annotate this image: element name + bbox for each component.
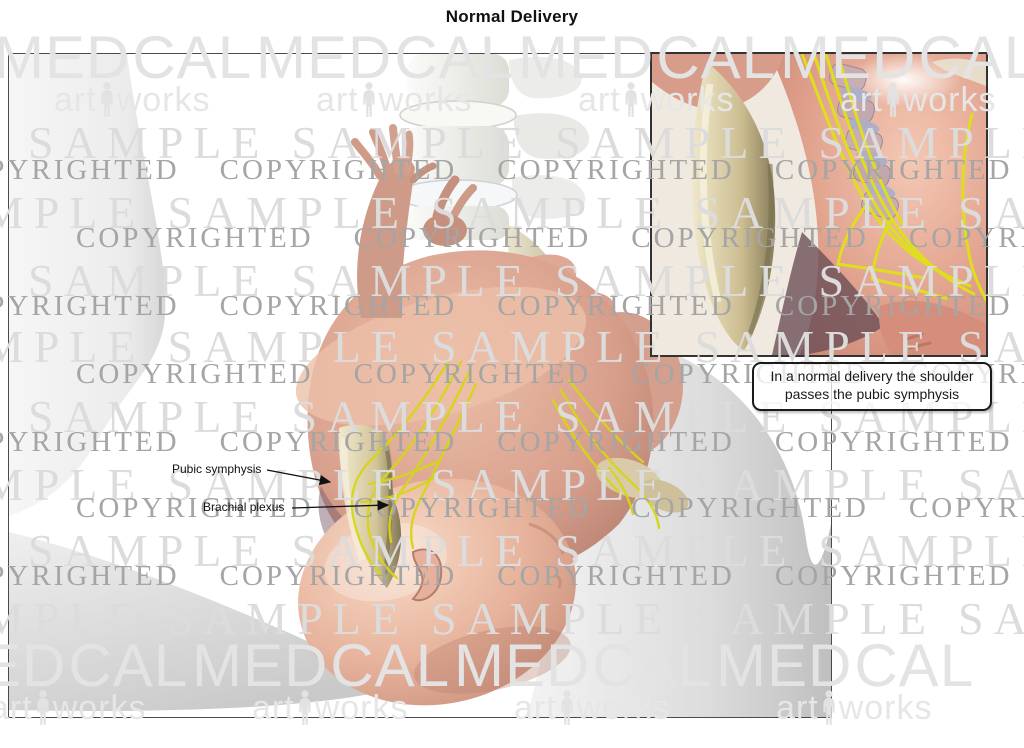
watermark-sample: SAMPLE bbox=[818, 525, 1024, 576]
watermark-sample: SAMPLE bbox=[957, 459, 1024, 510]
fetal-ear-shape bbox=[411, 548, 443, 602]
inset-detail-frame bbox=[650, 52, 988, 357]
inset-brachial-plexus-nerves bbox=[800, 54, 986, 302]
inset-canal-shadow bbox=[772, 232, 884, 355]
watermark-sample: SAMPLE bbox=[957, 593, 1024, 644]
pubic-symphysis-label: Pubic symphysis bbox=[172, 462, 262, 476]
watermark-artworks-right: works bbox=[838, 689, 933, 727]
main-illustration bbox=[9, 54, 831, 717]
maternal-abdomen-shape bbox=[9, 54, 166, 516]
fetal-arm-hand bbox=[351, 124, 477, 318]
brachial-plexus-nerves bbox=[350, 352, 661, 580]
inset-caption-box: In a normal delivery the shoulder passes… bbox=[752, 362, 992, 411]
page-title: Normal Delivery bbox=[445, 7, 579, 26]
maternal-left-thigh-shape bbox=[9, 532, 404, 711]
inset-illustration bbox=[652, 54, 986, 355]
watermark-medical-right: CAL bbox=[854, 632, 975, 699]
inset-caption-line1: In a normal delivery the shoulder bbox=[770, 368, 974, 384]
watermark-copyrighted: COPYRIGHTED bbox=[908, 492, 1024, 524]
brachial-plexus-label: Brachial plexus bbox=[203, 500, 285, 514]
coccyx bbox=[596, 457, 689, 513]
inset-pubic-bone bbox=[691, 62, 776, 351]
maternal-body bbox=[9, 54, 831, 717]
inset-caption-line2: passes the pubic symphysis bbox=[784, 386, 960, 403]
inset-fetal-arm bbox=[879, 300, 986, 355]
inset-highlight bbox=[846, 54, 962, 106]
